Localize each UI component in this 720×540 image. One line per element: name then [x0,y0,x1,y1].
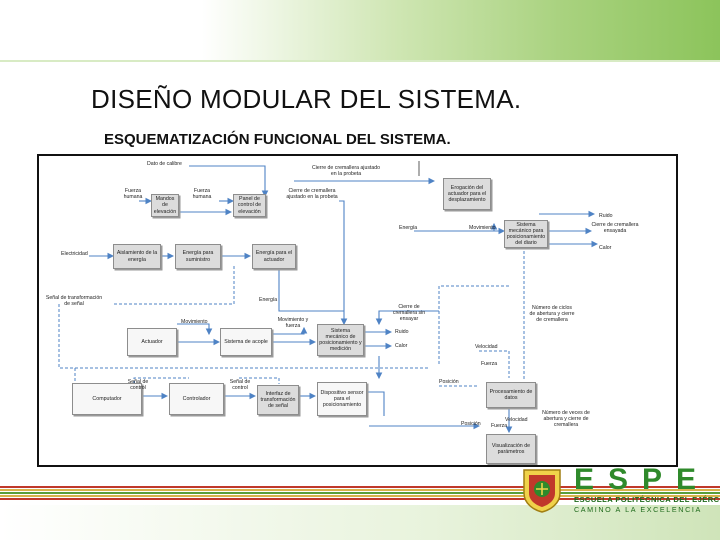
dash-control-1 [133,377,189,384]
label-fuerza-humana-2: Fuerza humana [192,188,212,200]
label-velocidad-1: Velocidad [475,344,498,350]
label-velocidad-2: Velocidad [505,417,528,423]
dash-velocidad [479,350,510,378]
logo-letters: ESPE [574,463,711,496]
decorative-stripes [0,486,720,502]
label-calor-2: Calor [395,343,408,349]
box-dispositivo-sensor: Dispositivo sensor para el posicionamien… [317,382,367,416]
label-cierre-cremallera-2: Cierre de cremallera ajustado en la prob… [286,188,338,200]
label-fuerza-2: Fuerza [491,423,508,429]
label-movimiento-1: Movimiento [469,225,496,231]
label-calor-1: Calor [599,245,612,251]
label-energia-2: Energía [259,297,278,303]
slide-title: DISEÑO MODULAR DEL SISTEMA. [91,84,522,114]
box-sistema-acople: Sistema de acople [220,328,272,356]
label-ruido-2: Ruido [395,329,409,335]
label-senal-control-2: Señal de control [229,379,251,391]
label-senal-control-1: Señal de control [127,379,149,391]
flow-energia-2 [278,269,344,312]
box-visualizacion: Visualización de parámetros [486,434,536,464]
box-interfaz: Interfaz de transformación de señal [257,385,299,415]
label-movimiento-2: Movimiento [181,319,208,325]
footer-gradient [0,505,720,540]
box-energia-actuador: Energía para el actuador [252,244,296,269]
logo-institution-name: ESCUELA POLITÉCNICA DEL EJÉRCITO [574,495,720,504]
box-erogacion: Erogación del actuador para el desplazam… [443,178,491,210]
label-ruido-1: Ruido [599,213,613,219]
dashed-signal-lines [58,251,525,387]
box-aislamiento: Aislamiento de la energía [113,244,161,269]
label-posicion-2: Posición [461,421,481,427]
dash-ciclos [438,285,509,366]
header-gradient-band [0,0,720,62]
functional-diagram: Mandos de elevación Panel de control de … [37,154,678,467]
label-energia-1: Energía [399,225,418,231]
flow-movfuerza [269,326,308,335]
box-procesamiento: Procesamiento de datos [486,382,536,408]
flow-mov-2 [177,323,213,336]
dash-control-2 [239,377,280,384]
label-electricidad: Electricidad [61,251,88,257]
flow-sensor-out [364,391,385,416]
label-cierre-sin-ensayar: Cierre de cremallera sin ensayar [392,304,426,322]
box-mandos: Mandos de elevación [151,194,179,217]
label-dato-calibre: Dato de calibre [147,161,182,167]
label-cierre-ensayada: Cierre de cremallera ensayada [591,222,639,234]
label-fuerza-humana-1: Fuerza humana [123,188,143,200]
dash-senal-transformar [58,304,429,369]
header-divider [0,60,720,62]
label-senal-transformacion: Señal de transformación de señal [45,295,103,307]
box-panel: Panel de control de elevación [233,194,266,217]
logo-motto: CAMINO A LA EXCELENCIA [574,505,702,514]
espe-crest-icon [523,469,561,513]
flow-lines [89,165,599,434]
label-fuerza: Fuerza [481,361,498,367]
box-actuador: Actuador [127,328,177,356]
dash-senal-left [114,266,235,305]
label-posicion-1: Posición [439,379,459,385]
slide-subtitle: ESQUEMATIZACIÓN FUNCIONAL DEL SISTEMA. [104,131,451,148]
flow-dato-calibre [189,165,269,198]
label-numero-ciclos: Número de ciclos de abertura y cierre de… [529,305,575,323]
label-numero-veces: Número de veces de abertura y cierre de … [542,410,590,428]
box-energia-suministro: Energía para suministro [175,244,221,269]
box-sistema-mecanico: Sistema mecánico de posicionamiento y me… [317,324,364,356]
box-computador: Computador [72,383,142,415]
label-movimiento-fuerza: Movimiento y fuerza [277,317,309,329]
diagram-connectors [58,161,599,434]
label-cierre-cremallera: Cierre de cremallera ajustado en la prob… [311,165,381,177]
box-sistema-posicionamiento: Sistema mecánico para posicionamiento de… [504,220,548,248]
flow-sin-ensayar [375,310,439,326]
box-controlador: Controlador [169,383,224,415]
flow-cremallera-down [339,200,348,326]
